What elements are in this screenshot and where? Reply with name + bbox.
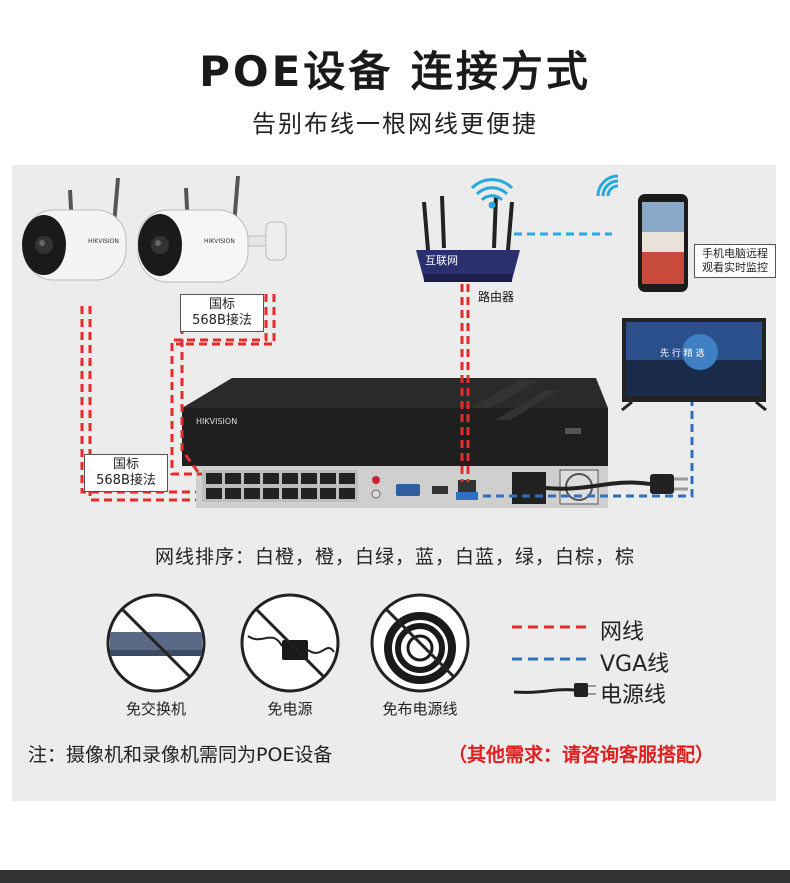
wifi-icon <box>470 178 514 209</box>
note-text: 注：摄像机和录像机需同为POE设备 <box>28 744 333 766</box>
vga-cable-line <box>470 402 694 498</box>
remote-view-label-line2: 观看实时监控 <box>702 261 768 274</box>
legend-vga-label: VGA线 <box>600 652 670 677</box>
power-cable <box>545 474 688 494</box>
bottom-bar <box>0 870 790 883</box>
no-switch-icon <box>106 593 206 693</box>
svg-text:HIKVISION: HIKVISION <box>88 238 119 245</box>
router-label: 路由器 <box>478 290 515 304</box>
legend-power-line <box>513 683 596 697</box>
remote-view-label-line1: 手机电脑远程 <box>702 247 768 260</box>
network-cable-lines <box>80 284 470 502</box>
nvr-recorder: HIKVISION <box>182 378 608 508</box>
camera-2: HIKVISION <box>137 175 287 283</box>
legend-network-label: 网线 <box>600 620 645 645</box>
standard-label-left-line1: 国标 <box>112 457 139 472</box>
wire-order-text: 网线排序：白橙，橙，白绿，蓝，白蓝，绿，白棕，棕 <box>154 546 635 568</box>
no-power-cable-label: 免布电源线 <box>382 700 458 718</box>
page-title: POE设备 连接方式 <box>199 47 591 96</box>
note-highlight-text: （其他需求：请咨询客服搭配） <box>448 744 715 766</box>
remote-view-label: 手机电脑远程 观看实时监控 <box>694 244 776 278</box>
no-power-adapter-icon <box>240 593 340 693</box>
standard-label-top: 国标 568B接法 <box>180 294 264 332</box>
phone <box>638 194 688 292</box>
tv-monitor: 先 行 精 选 <box>621 318 767 412</box>
wifi-icon <box>596 174 619 197</box>
standard-label-top-line1: 国标 <box>208 297 235 312</box>
page-subtitle: 告别布线一根网线更便捷 <box>252 110 538 138</box>
legend-power-label: 电源线 <box>600 683 667 708</box>
camera-brand-text: HIKVISION <box>204 238 235 245</box>
no-switch-label: 免交换机 <box>125 700 186 718</box>
standard-label-left: 国标 568B接法 <box>84 454 168 492</box>
nvr-brand-text: HIKVISION <box>196 417 237 426</box>
tv-screen-text: 先 行 精 选 <box>660 347 705 359</box>
internet-label: 互联网 <box>425 254 458 267</box>
standard-label-top-line2: 568B接法 <box>192 313 252 328</box>
camera-1: HIKVISION <box>22 177 127 281</box>
standard-label-left-line2: 568B接法 <box>96 473 156 488</box>
no-power-label: 免电源 <box>267 700 313 718</box>
router <box>416 195 520 282</box>
no-power-cable-icon <box>370 593 470 693</box>
